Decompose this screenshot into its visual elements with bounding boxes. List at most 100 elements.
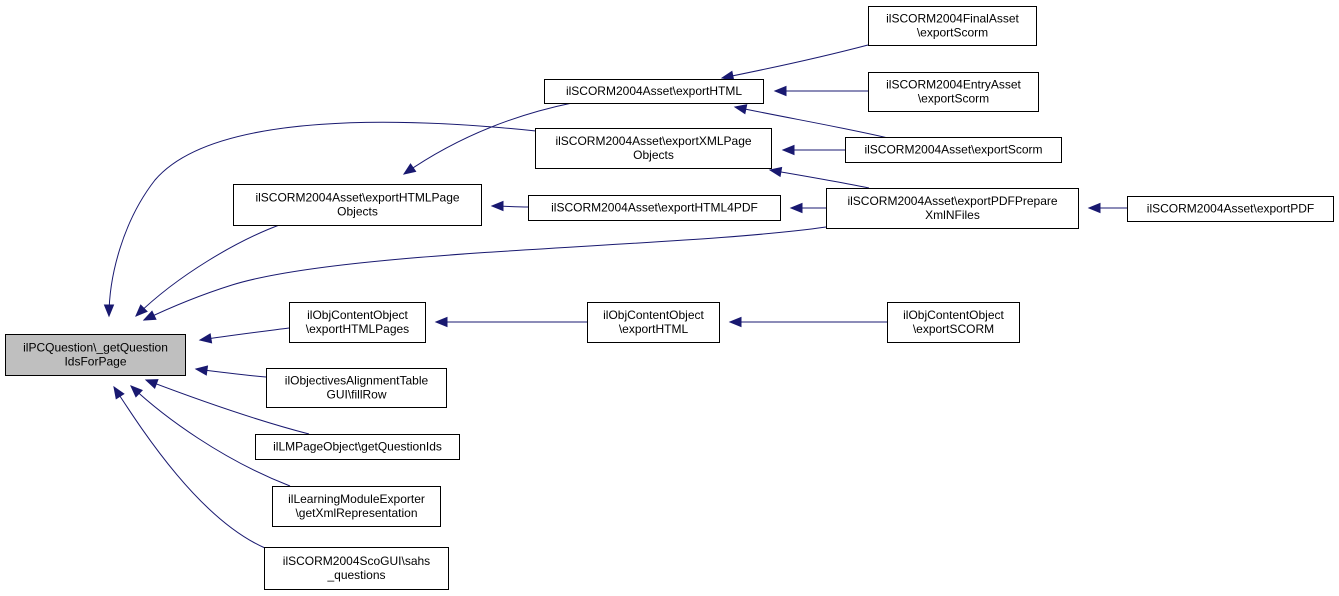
edge-line (734, 106, 889, 139)
edge-objcontent_pages-to-root (198, 327, 290, 344)
node-box[interactable] (272, 486, 441, 527)
edge-exportscorm-to-exporthtml (733, 104, 889, 139)
node-objcontent_pages[interactable]: ilObjContentObject\exportHTMLPages (289, 302, 426, 343)
edge-line (721, 44, 869, 79)
edge-arrowhead (768, 166, 783, 178)
node-label-line: IdsForPage (64, 355, 126, 369)
edge-arrowhead (733, 104, 748, 115)
edge-exportpdf-to-exportpdfprepare (1087, 202, 1128, 214)
edge-line (199, 327, 290, 341)
node-label-line: ilSCORM2004Asset\exportPDFPrepare (847, 194, 1057, 208)
edge-arrowhead (773, 85, 787, 97)
node-label-line: ilLMPageObject\getQuestionIds (273, 440, 442, 454)
edge-lmexporter-to-root (130, 385, 291, 487)
edge-objcontent_html-to-objcontent_pages (434, 316, 587, 328)
node-label-line: ilSCORM2004Asset\exportHTML (566, 84, 742, 98)
node-label-line: ilPCQuestion\_getQuestion (23, 341, 168, 355)
edge-arrowhead (103, 304, 115, 318)
node-lmexporter[interactable]: ilLearningModuleExporter\getXmlRepresent… (272, 486, 441, 527)
node-label-line: ilSCORM2004FinalAsset (886, 12, 1019, 26)
node-label-line: \exportSCORM (913, 322, 994, 336)
edge-arrowhead (720, 70, 735, 81)
node-label-line: ilSCORM2004Asset\exportHTML4PDF (551, 201, 758, 215)
node-exporthtml[interactable]: ilSCORM2004Asset\exportHTML (544, 79, 764, 104)
node-box[interactable] (528, 195, 781, 221)
node-box[interactable] (826, 188, 1079, 229)
node-label-line: \getXmlRepresentation (295, 506, 417, 520)
edge-arrowhead (789, 202, 803, 214)
edge-line (135, 223, 283, 317)
edge-exportscorm-to-exportxmlpage (781, 144, 846, 156)
node-exportscorm[interactable]: ilSCORM2004Asset\exportScorm (845, 137, 1062, 163)
node-scogui[interactable]: ilSCORM2004ScoGUI\sahs_questions (264, 547, 449, 590)
node-label-line: XmlNFiles (925, 208, 980, 222)
node-entryasset[interactable]: ilSCORM2004EntryAsset\exportScorm (868, 72, 1039, 112)
edge-arrowhead (402, 163, 417, 175)
node-label-line: ilObjContentObject (603, 308, 704, 322)
edge-entryasset-to-exporthtml (773, 85, 868, 97)
node-box[interactable] (289, 302, 426, 343)
node-box[interactable] (255, 434, 460, 460)
edges-layer (103, 44, 1128, 549)
node-label-line: ilLearningModuleExporter (288, 492, 425, 506)
node-label-line: ilSCORM2004Asset\exportPDF (1147, 202, 1314, 216)
node-box[interactable] (1127, 196, 1334, 222)
edge-exporthtml-to-exporthtmlpage (402, 102, 573, 175)
edge-exporthtmlpage-to-root (135, 223, 283, 317)
node-objcontent_scorm[interactable]: ilObjContentObject\exportSCORM (887, 302, 1020, 343)
node-box[interactable] (233, 184, 482, 226)
edge-line (403, 102, 573, 175)
edge-line (145, 379, 310, 435)
edge-line (113, 386, 266, 549)
node-label-line: ilObjectivesAlignmentTable (285, 374, 429, 388)
node-label-line: ilSCORM2004Asset\exportXMLPage (555, 134, 751, 148)
node-box[interactable] (544, 79, 764, 104)
node-box[interactable] (266, 368, 447, 408)
edge-arrowhead (198, 333, 213, 344)
node-box[interactable] (535, 128, 772, 169)
node-label-line: _questions (326, 568, 385, 582)
node-label-line: ilObjContentObject (903, 308, 1004, 322)
node-box[interactable] (868, 6, 1037, 46)
edge-arrowhead (781, 144, 795, 156)
node-lmpage[interactable]: ilLMPageObject\getQuestionIds (255, 434, 460, 460)
edge-arrowhead (113, 385, 125, 400)
node-box[interactable] (264, 547, 449, 590)
edge-objectives-to-root (194, 365, 267, 378)
node-exportpdf[interactable]: ilSCORM2004Asset\exportPDF (1127, 196, 1334, 222)
edge-arrowhead (144, 379, 159, 389)
edge-lmpage-to-root (144, 379, 310, 435)
node-finalasset[interactable]: ilSCORM2004FinalAsset\exportScorm (868, 6, 1037, 46)
node-box[interactable] (587, 302, 720, 343)
node-label-line: \exportHTMLPages (306, 322, 409, 336)
node-exportpdfprepare[interactable]: ilSCORM2004Asset\exportPDFPrepareXmlNFil… (826, 188, 1079, 229)
node-box[interactable] (845, 137, 1062, 163)
edge-arrowhead (728, 316, 742, 328)
node-box[interactable] (5, 334, 186, 376)
node-objcontent_html[interactable]: ilObjContentObject\exportHTML (587, 302, 720, 343)
node-label-line: \exportScorm (917, 26, 988, 40)
node-label-line: \exportScorm (918, 92, 989, 106)
edge-arrowhead (142, 310, 157, 321)
node-label-line: ilSCORM2004Asset\exportHTMLPage (255, 191, 459, 205)
node-label-line: ilObjContentObject (307, 308, 408, 322)
node-box[interactable] (868, 72, 1039, 112)
node-label-line: ilSCORM2004EntryAsset (886, 78, 1021, 92)
node-label-line: Objects (633, 148, 674, 162)
edge-exportpdfprepare-to-root (142, 226, 827, 321)
edge-line (769, 169, 870, 189)
edge-objcontent_scorm-to-objcontent_html (728, 316, 887, 328)
node-label-line: ilSCORM2004Asset\exportScorm (864, 143, 1042, 157)
edge-arrowhead (1087, 202, 1101, 214)
node-box[interactable] (887, 302, 1020, 343)
edge-scogui-to-root (113, 385, 266, 549)
node-exporthtml4pdf[interactable]: ilSCORM2004Asset\exportHTML4PDF (528, 195, 781, 221)
edge-arrowhead (130, 385, 143, 398)
edge-finalasset-to-exporthtml (720, 44, 869, 81)
